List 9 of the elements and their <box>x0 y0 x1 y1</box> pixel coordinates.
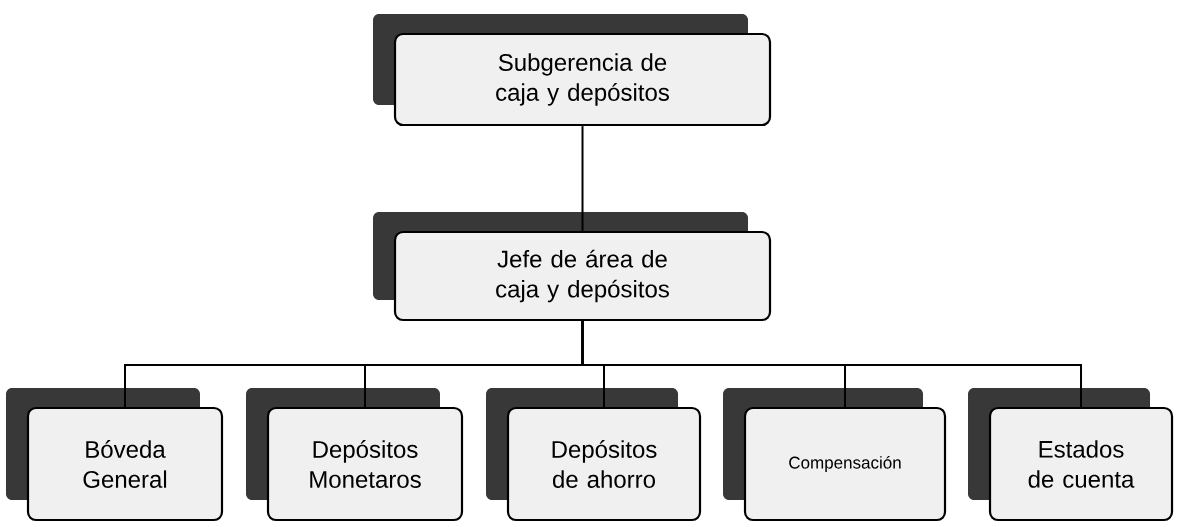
connector-line <box>581 320 1082 408</box>
card-box: Subgerencia de caja y depósitos <box>373 14 772 127</box>
card-box: Compensación <box>723 388 947 522</box>
card-box: Jefe de área de caja y depósitos <box>373 212 772 322</box>
card-box: Estados de cuenta <box>968 388 1174 522</box>
connector-line <box>581 125 584 232</box>
card-box: Bóveda General <box>6 388 224 522</box>
card-box: Depósitos Monetaros <box>246 388 464 522</box>
card-box: Depósitos de ahorro <box>486 388 702 522</box>
